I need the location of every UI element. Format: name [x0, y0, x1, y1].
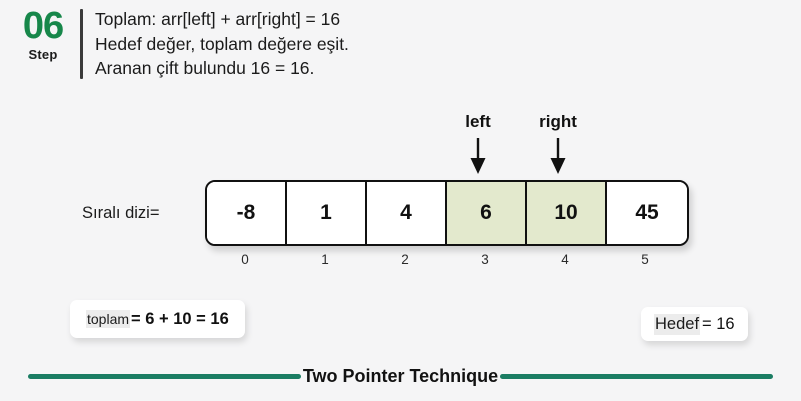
step-description: Toplam: arr[left] + arr[right] = 16 Hede…	[95, 7, 349, 81]
target-value: = 16	[702, 314, 735, 333]
arrow-down-icon	[550, 138, 566, 174]
step-divider	[80, 9, 83, 79]
array-index: 5	[641, 252, 649, 267]
step-line-2: Hedef değer, toplam değere eşit.	[95, 33, 349, 54]
target-key-label: Hedef	[654, 313, 701, 335]
step-line-1: Toplam: arr[left] + arr[right] = 16	[95, 9, 341, 29]
step-word-label: Step	[28, 47, 58, 63]
array-cell[interactable]: 1	[287, 182, 367, 244]
arrow-down-icon	[470, 138, 486, 174]
sum-value: = 6 + 10 = 16	[131, 309, 229, 328]
pointer-right: right	[513, 112, 603, 174]
step-header: 06 Step Toplam: arr[left] + arr[right] =…	[14, 6, 349, 81]
array-container: -8 1 4 6 10 45	[205, 180, 689, 246]
pointer-left: left	[433, 112, 523, 174]
pointer-left-label: left	[465, 112, 491, 131]
step-number: 06	[22, 5, 64, 47]
array-index: 0	[241, 252, 249, 267]
array-index: 2	[401, 252, 409, 267]
sum-key-label: toplam	[86, 310, 131, 328]
array-cell[interactable]: 6	[447, 182, 527, 244]
footer-rule-right	[500, 374, 773, 379]
sum-box: toplam = 6 + 10 = 16	[70, 300, 245, 338]
pointer-right-label: right	[539, 112, 577, 131]
array-cell[interactable]: 45	[607, 182, 687, 244]
step-line-3: Aranan çift bulundu 16 = 16.	[95, 58, 315, 78]
array-visualization: Sıralı dizi= -8 1 4 6 10 45	[0, 180, 801, 250]
footer-rule-left	[28, 374, 301, 379]
array-index: 4	[561, 252, 569, 267]
array-index-row: 0 1 2 3 4 5	[205, 252, 685, 267]
footer-title: Two Pointer Technique	[302, 366, 499, 386]
array-cell[interactable]: 4	[367, 182, 447, 244]
array-cell[interactable]: -8	[207, 182, 287, 244]
array-label: Sıralı dizi=	[82, 204, 160, 222]
footer: Two Pointer Technique	[0, 366, 801, 387]
target-box: Hedef = 16	[641, 307, 748, 341]
array-cell[interactable]: 10	[527, 182, 607, 244]
array-index: 3	[481, 252, 489, 267]
step-badge: 06 Step	[14, 6, 72, 62]
array-index: 1	[321, 252, 329, 267]
